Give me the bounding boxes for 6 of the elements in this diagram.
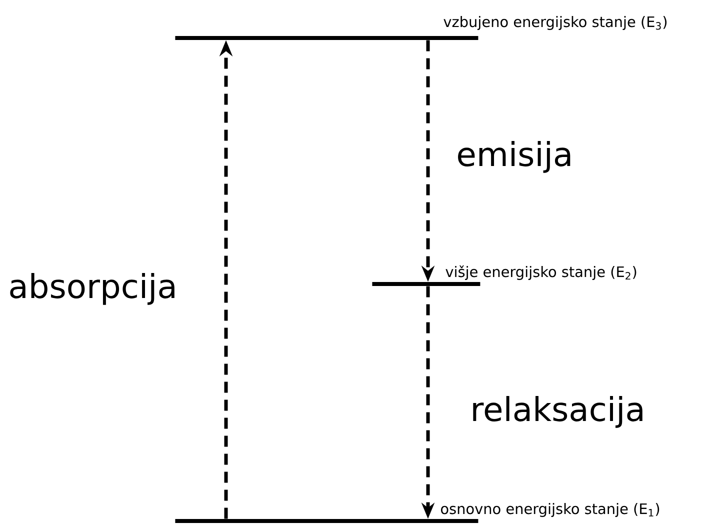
edge-label: relaksacija — [473, 396, 642, 428]
edge-label: emisija — [458, 141, 570, 173]
edge-label: absorpcija — [10, 273, 174, 305]
level-label: višje energijsko stanje (E$_{2}$) — [446, 265, 636, 280]
level-label: vzbujeno energijsko stanje (E$_{3}$) — [444, 16, 667, 30]
level-label: osnovno energijsko stanje (E$_{1}$) — [441, 503, 660, 517]
